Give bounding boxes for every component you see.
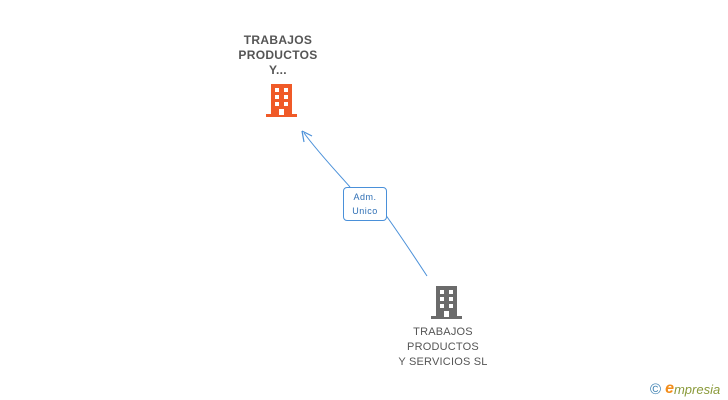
child-label-line: PRODUCTOS — [407, 341, 479, 353]
brand-name: mpresia — [673, 381, 721, 397]
copyright-icon: © — [650, 380, 662, 398]
arrowhead-icon — [301, 130, 313, 143]
parent-label-line: TRABAJOS — [243, 33, 313, 47]
parent-label-line: Y... — [269, 63, 287, 77]
child-label-line: Y SERVICIOS SL — [398, 356, 488, 368]
child-node-label[interactable]: TRABAJOS PRODUCTOS Y SERVICIOS SL — [373, 325, 513, 370]
brand-initial: e — [665, 380, 674, 397]
parent-building-icon[interactable] — [266, 84, 297, 117]
edge-label-line: Adm. — [353, 192, 377, 202]
edge-line-upper — [303, 132, 351, 188]
child-label-line: TRABAJOS — [413, 326, 473, 338]
parent-label-line: PRODUCTOS — [238, 48, 318, 62]
edge-role-badge: Adm. Unico — [343, 187, 387, 221]
child-building-icon[interactable] — [431, 286, 462, 319]
parent-node-label[interactable]: TRABAJOS PRODUCTOS Y... — [218, 33, 338, 78]
empresia-logo[interactable]: © e mpresia — [650, 380, 720, 398]
edge-label-line: Unico — [352, 206, 378, 216]
edge-line — [384, 213, 428, 277]
